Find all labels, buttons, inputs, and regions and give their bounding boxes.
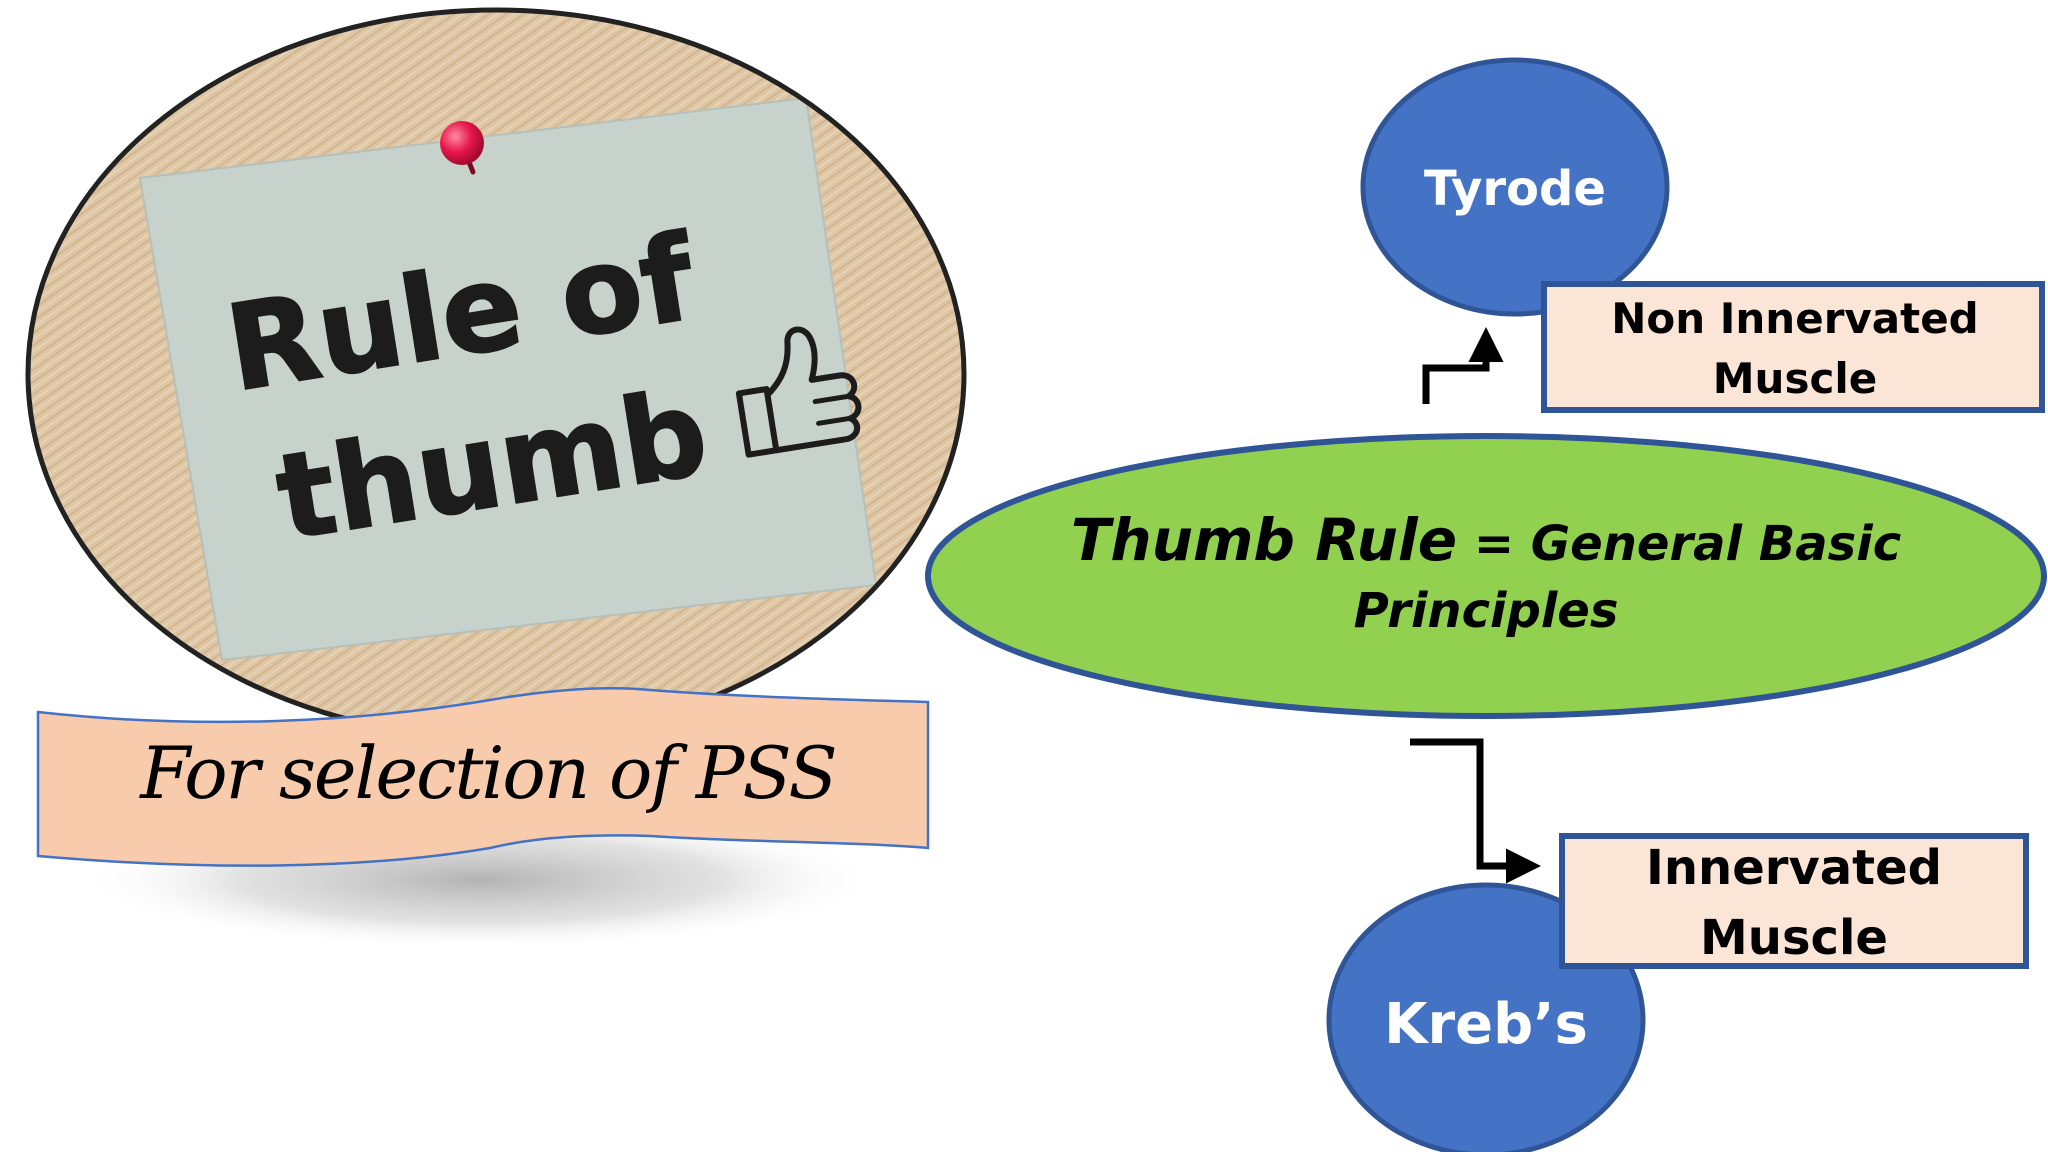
non-innervated-muscle-box: Non Innervated Muscle bbox=[1541, 281, 2045, 413]
thumb-rule-definition: = General Basic bbox=[1457, 516, 1901, 572]
non-innervated-line-1: Non Innervated bbox=[1611, 294, 1979, 343]
thumb-rule-ellipse: Thumb Rule = General Basic Principles bbox=[925, 433, 2047, 719]
rule-of-thumb-picture: Rule of thumb bbox=[25, 7, 967, 950]
innervated-line-1: Innervated bbox=[1646, 840, 1942, 896]
thumb-rule-line-2: Principles bbox=[1354, 583, 1619, 639]
connector-to-krebs bbox=[1410, 738, 1541, 884]
push-pin bbox=[440, 121, 484, 175]
non-innervated-line-2: Muscle bbox=[1713, 354, 1877, 403]
tyrode-node: Tyrode bbox=[1360, 57, 1670, 317]
thumb-rule-term: Thumb Rule bbox=[1071, 506, 1457, 574]
thumb-rule-line-1: Thumb Rule = General Basic bbox=[1071, 506, 1901, 574]
innervated-muscle-box: Innervated Muscle bbox=[1559, 833, 2029, 969]
banner-shape bbox=[36, 686, 930, 867]
thumbs-up-icon bbox=[735, 326, 862, 458]
krebs-label: Kreb’s bbox=[1384, 992, 1588, 1057]
connectors bbox=[1410, 327, 1541, 884]
tyrode-label: Tyrode bbox=[1424, 161, 1606, 217]
innervated-line-2: Muscle bbox=[1700, 910, 1888, 966]
banner-text: For selection of PSS bbox=[138, 731, 835, 815]
connector-to-tyrode bbox=[1422, 327, 1504, 404]
selection-banner: For selection of PSS bbox=[36, 686, 930, 867]
